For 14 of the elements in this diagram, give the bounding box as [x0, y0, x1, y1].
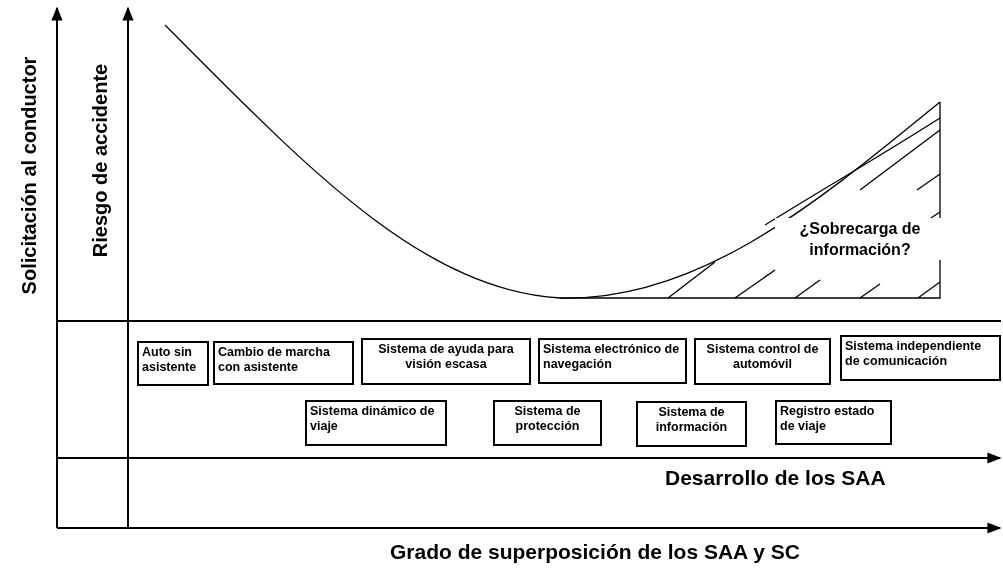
axis-label: Desarrollo de los SAA [665, 466, 886, 490]
system-box: Sistema control de automóvil [694, 338, 831, 385]
system-box: Registro estado de viaje [775, 400, 892, 445]
axis-label: Solicitación al conductor [18, 56, 42, 294]
system-box: Auto sin asistente [137, 341, 209, 386]
system-box: Sistema de ayuda para visión escasa [361, 338, 531, 385]
axis-label: Riesgo de accidente [88, 63, 112, 257]
system-box: Sistema de información [636, 401, 747, 447]
axis-label: Grado de superposición de los SAA y SC [390, 540, 800, 564]
system-box: Sistema independiente de comunicación [840, 335, 1001, 381]
system-box: Sistema electrónico de navegación [538, 338, 687, 384]
system-box: Sistema dinámico de viaje [305, 400, 447, 446]
system-box: Sistema de protección [493, 400, 602, 446]
system-box: Cambio de marcha con asistente [213, 341, 354, 385]
